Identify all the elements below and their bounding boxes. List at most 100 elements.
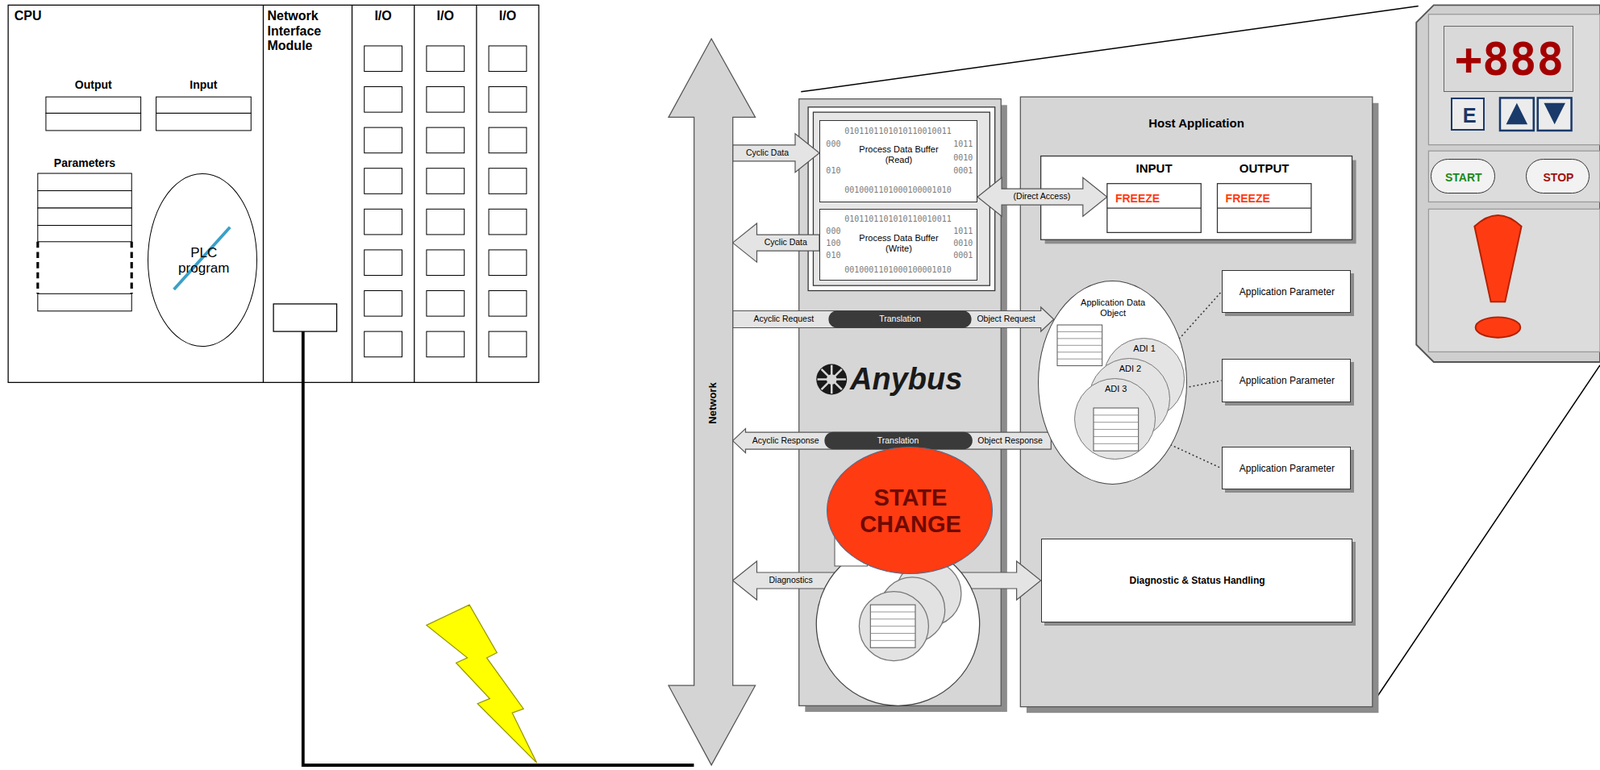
- stop-button: STOP: [1525, 158, 1591, 194]
- input-area: Input: [156, 77, 252, 132]
- parameter-slot: [37, 191, 132, 209]
- translation-band: [828, 310, 971, 329]
- binary-data: 1011: [951, 225, 975, 235]
- node-label: Application Parameter: [1222, 463, 1353, 475]
- node-label: Input: [156, 78, 252, 92]
- table-icon-row: [1093, 429, 1139, 430]
- table-icon-row: [1093, 414, 1139, 416]
- rack-divider: [475, 4, 477, 383]
- io-slot: [364, 45, 403, 72]
- parameter-list: Parameters: [37, 153, 132, 312]
- adi-circle: ADI 3: [1074, 378, 1156, 460]
- node-label: I/O: [414, 8, 477, 24]
- binary-data: 010: [824, 166, 842, 175]
- data-flow-arrow: [977, 177, 1108, 217]
- anybus-logo-gear: [816, 364, 847, 396]
- io-slot: [364, 127, 403, 154]
- io-slot: [364, 290, 403, 317]
- node-label: Diagnostic & Status Handling: [1041, 575, 1354, 588]
- node-label: FREEZE: [1225, 191, 1310, 205]
- node-label: ADI 3: [1095, 383, 1137, 395]
- network-interface-module: Network Interface Module: [262, 4, 352, 383]
- parameter-slot: [37, 293, 132, 312]
- output-area: Output: [45, 77, 142, 132]
- diagnostic-status-box: Diagnostic & Status Handling: [1041, 538, 1353, 623]
- io-slot: [488, 87, 527, 113]
- node-label: INPUT: [1107, 161, 1201, 175]
- binary-data: 100: [824, 238, 842, 248]
- io-slot: [426, 331, 465, 358]
- node-label: Application Parameter: [1222, 375, 1353, 388]
- node-label: Process Data Buffer (Read): [847, 144, 950, 165]
- host-application-panel: Host ApplicationINPUTFREEZEOUTPUTFREEZEA…: [1020, 96, 1373, 708]
- down-button: [1537, 97, 1572, 130]
- cpu-panel: CPUOutputInputParametersPLC program: [8, 4, 263, 383]
- arrow-label: Cyclic Data: [744, 148, 791, 159]
- translation-label: Translation: [877, 314, 923, 325]
- rack-divider: [351, 4, 353, 383]
- application-parameter: Application Parameter: [1221, 446, 1352, 490]
- table-icon-row: [1057, 338, 1103, 340]
- parameter-slot: [37, 225, 132, 242]
- buffer-frame: [808, 107, 996, 292]
- io-slot: [488, 290, 527, 317]
- io-slot: [426, 250, 465, 276]
- device-panel: [1416, 4, 1600, 363]
- zoom-line: [1372, 365, 1600, 705]
- io-slot: [488, 331, 527, 358]
- device-panel-section: [1428, 150, 1600, 202]
- node-label: ADI 1: [1124, 343, 1166, 355]
- device-panel-section: [1428, 14, 1600, 146]
- arrow-label: (Direct Access): [1012, 191, 1073, 202]
- node-label: Parameters: [37, 156, 132, 170]
- seven-segment-display: +888: [1443, 25, 1574, 92]
- binary-data: 0010: [951, 238, 975, 248]
- network-port: [273, 304, 337, 332]
- binary-data: 0001: [951, 166, 975, 175]
- register-divider: [1217, 207, 1312, 209]
- binary-data: 0101101101010110010011: [842, 213, 953, 223]
- io-slot: [488, 168, 527, 195]
- io-module: I/O: [352, 4, 415, 383]
- io-slot: [488, 250, 527, 276]
- table-icon-row: [1093, 421, 1139, 423]
- table-icon-row: [1093, 436, 1139, 438]
- rack-divider: [413, 4, 415, 383]
- up-button: [1500, 97, 1534, 130]
- object-label: Object Response: [975, 436, 1045, 446]
- table-icon: [1057, 325, 1103, 367]
- warning-mark: [1474, 215, 1521, 303]
- io-slot: [364, 87, 403, 113]
- node-label: Network: [707, 382, 720, 424]
- warning-dot: [1475, 316, 1521, 338]
- rack-divider: [262, 4, 264, 383]
- binary-data: 0010: [951, 152, 975, 162]
- table-icon-row: [1057, 331, 1103, 333]
- io-slot: [426, 127, 465, 154]
- up-triangle: [1506, 103, 1529, 125]
- enter-button: E: [1450, 97, 1485, 130]
- node-label: CPU: [14, 8, 96, 24]
- node-label: OUTPUT: [1217, 161, 1312, 175]
- network-arrow-body: [668, 38, 756, 766]
- io-slot: [364, 208, 403, 235]
- binary-data: 0010001101000100001010: [842, 265, 953, 275]
- diagnostic-instance: [858, 591, 929, 662]
- table-icon-row: [1057, 345, 1103, 346]
- binary-data: 000: [824, 139, 842, 149]
- device-panel-section: [1428, 208, 1600, 352]
- table-icon-frame: [1057, 325, 1103, 367]
- io-slot: [488, 127, 527, 154]
- node-label: E: [1452, 104, 1487, 128]
- translation-label: Translation: [875, 436, 921, 446]
- node-label: Process Data Buffer (Write): [847, 233, 950, 254]
- state-change-burst: STATE CHANGE: [826, 446, 993, 575]
- io-slot: [488, 45, 527, 72]
- binary-data: 0010001101000100001010: [842, 185, 953, 195]
- binary-data: 0001: [951, 250, 975, 260]
- table-icon: [1093, 408, 1139, 451]
- object-label: Object Request: [975, 314, 1037, 325]
- start-button: START: [1430, 158, 1496, 194]
- data-flow-arrow: [733, 223, 821, 263]
- node-label: Host Application: [1020, 116, 1373, 130]
